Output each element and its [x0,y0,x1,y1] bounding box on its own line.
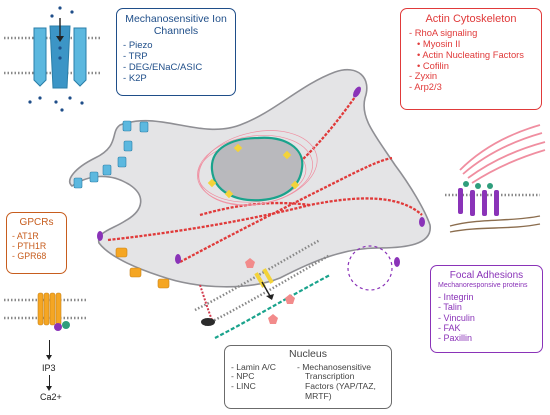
list-item: DEG/ENaC/ASIC [123,62,229,74]
list-item: Zyxin [409,71,533,82]
gpcr-illustration [4,292,88,331]
list-item: Vinculin [438,313,535,323]
list-item: K2P [123,73,229,85]
list-item: Lamin A/C [231,362,291,373]
cell-gpcrs [115,247,170,289]
gpcrs-title: GPCRs [19,217,54,228]
list-item: Cofilin [409,60,533,72]
list-item: Mechanosensitive [297,362,385,373]
ion-channels-list: Piezo TRP DEG/ENaC/ASIC K2P [123,40,229,85]
list-item: Arp2/3 [409,81,533,93]
nucleus-list-left: Lamin A/C NPC LINC [231,362,291,403]
perinuclear-actin [197,130,318,206]
list-item: GPR68 [12,251,61,261]
calcium-label: Ca2+ [40,392,62,402]
ion-channels-box: Mechanosensitive Ion Channels Piezo TRP … [116,8,236,96]
list-item-continued: Factors (YAP/TAZ, [305,381,376,392]
list-item: LINC [231,381,291,392]
actin-title: Actin Cytoskeleton [425,13,517,25]
list-item: FAK [438,323,535,333]
ion-channel-illustration [4,6,100,112]
list-item: Piezo [123,40,229,52]
list-item: Talin [438,302,535,312]
list-item: PTH1R [12,241,61,251]
nuclear-pores [207,143,300,199]
list-item: Paxillin [438,333,535,343]
cell-ion-channels [73,120,149,189]
actin-cytoskeleton-box: Actin Cytoskeleton RhoA signaling Myosin… [400,8,542,110]
gpcrs-list: AT1R PTH1R GPR68 [12,231,61,261]
nucleus-list-right: Mechanosensitive Transcription Factors (… [297,362,385,403]
down-arrow-icon [44,375,54,391]
nucleus-box: Nucleus Lamin A/C NPC LINC Mechanosensit… [224,345,392,409]
list-item-continued: MRTF) [305,391,332,402]
nuclear-envelope-illustration [194,238,331,339]
list-item: Integrin [438,292,535,302]
list-item: NPC [231,372,291,382]
cell-nucleus [210,136,304,202]
list-item: Actin Nucleating Factors [409,49,533,61]
down-arrow-icon [44,340,54,360]
gpcrs-box: GPCRs AT1R PTH1R GPR68 [6,212,67,274]
ion-channels-title: Mechanosensitive Ion Channels [125,13,227,37]
actin-list: RhoA signaling Myosin II Actin Nucleatin… [409,27,533,93]
cell-focal-contacts [97,86,425,267]
zoom-circle [347,245,393,291]
focal-adhesions-box: Focal Adhesions Mechanoresponsive protei… [430,265,543,353]
list-item-continued: Transcription [305,371,355,382]
ip3-label: IP3 [42,363,56,373]
nucleus-title: Nucleus [289,348,327,360]
list-item: TRP [123,51,229,63]
focal-adhesion-illustration [445,124,546,233]
list-item: Myosin II [409,38,533,50]
focal-adhesions-subtitle: Mechanoresponsive proteins [438,282,528,289]
focal-adhesions-title: Focal Adhesions [449,270,524,281]
focal-adhesions-list: Integrin Talin Vinculin FAK Paxillin [438,292,535,344]
list-item: RhoA signaling [409,27,533,39]
list-item: AT1R [12,231,61,241]
